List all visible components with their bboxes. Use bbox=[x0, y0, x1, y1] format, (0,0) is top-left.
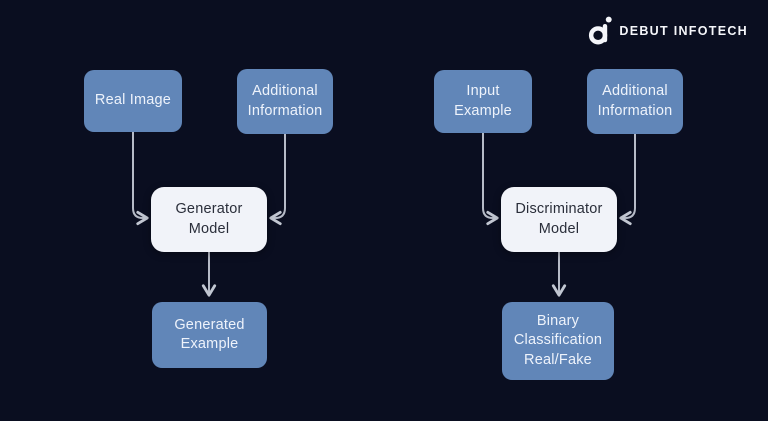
node-generator-model: Generator Model bbox=[151, 187, 267, 252]
node-discriminator-model-label: Discriminator Model bbox=[515, 201, 603, 237]
node-additional-information-left: Additional Information bbox=[237, 69, 333, 134]
connector-additional-left-to-generator bbox=[269, 133, 286, 226]
node-binary-classification: Binary Classification Real/Fake bbox=[502, 302, 614, 380]
node-real-image: Real Image bbox=[84, 70, 182, 132]
node-input-example-label: Input Example bbox=[454, 83, 512, 119]
node-additional-information-left-label: Additional Information bbox=[247, 83, 323, 119]
node-generated-example: Generated Example bbox=[152, 302, 267, 368]
node-additional-information-right-label: Additional Information bbox=[597, 83, 673, 119]
connector-real-image-to-generator bbox=[132, 131, 149, 226]
node-input-example: Input Example bbox=[434, 70, 532, 133]
node-generator-model-label: Generator Model bbox=[175, 201, 243, 237]
node-additional-information-right: Additional Information bbox=[587, 69, 683, 134]
connector-additional-right-to-discriminator bbox=[619, 133, 636, 226]
node-generated-example-label: Generated Example bbox=[174, 316, 245, 352]
debut-infotech-logo-icon bbox=[589, 16, 613, 45]
node-real-image-label: Real Image bbox=[94, 92, 172, 109]
node-binary-classification-label: Binary Classification Real/Fake bbox=[513, 313, 603, 368]
debut-infotech-logo-text: DEBUT INFOTECH bbox=[619, 24, 748, 38]
node-discriminator-model: Discriminator Model bbox=[501, 187, 617, 252]
connector-input-example-to-discriminator bbox=[482, 132, 499, 226]
debut-infotech-logo: DEBUT INFOTECH bbox=[587, 16, 748, 46]
